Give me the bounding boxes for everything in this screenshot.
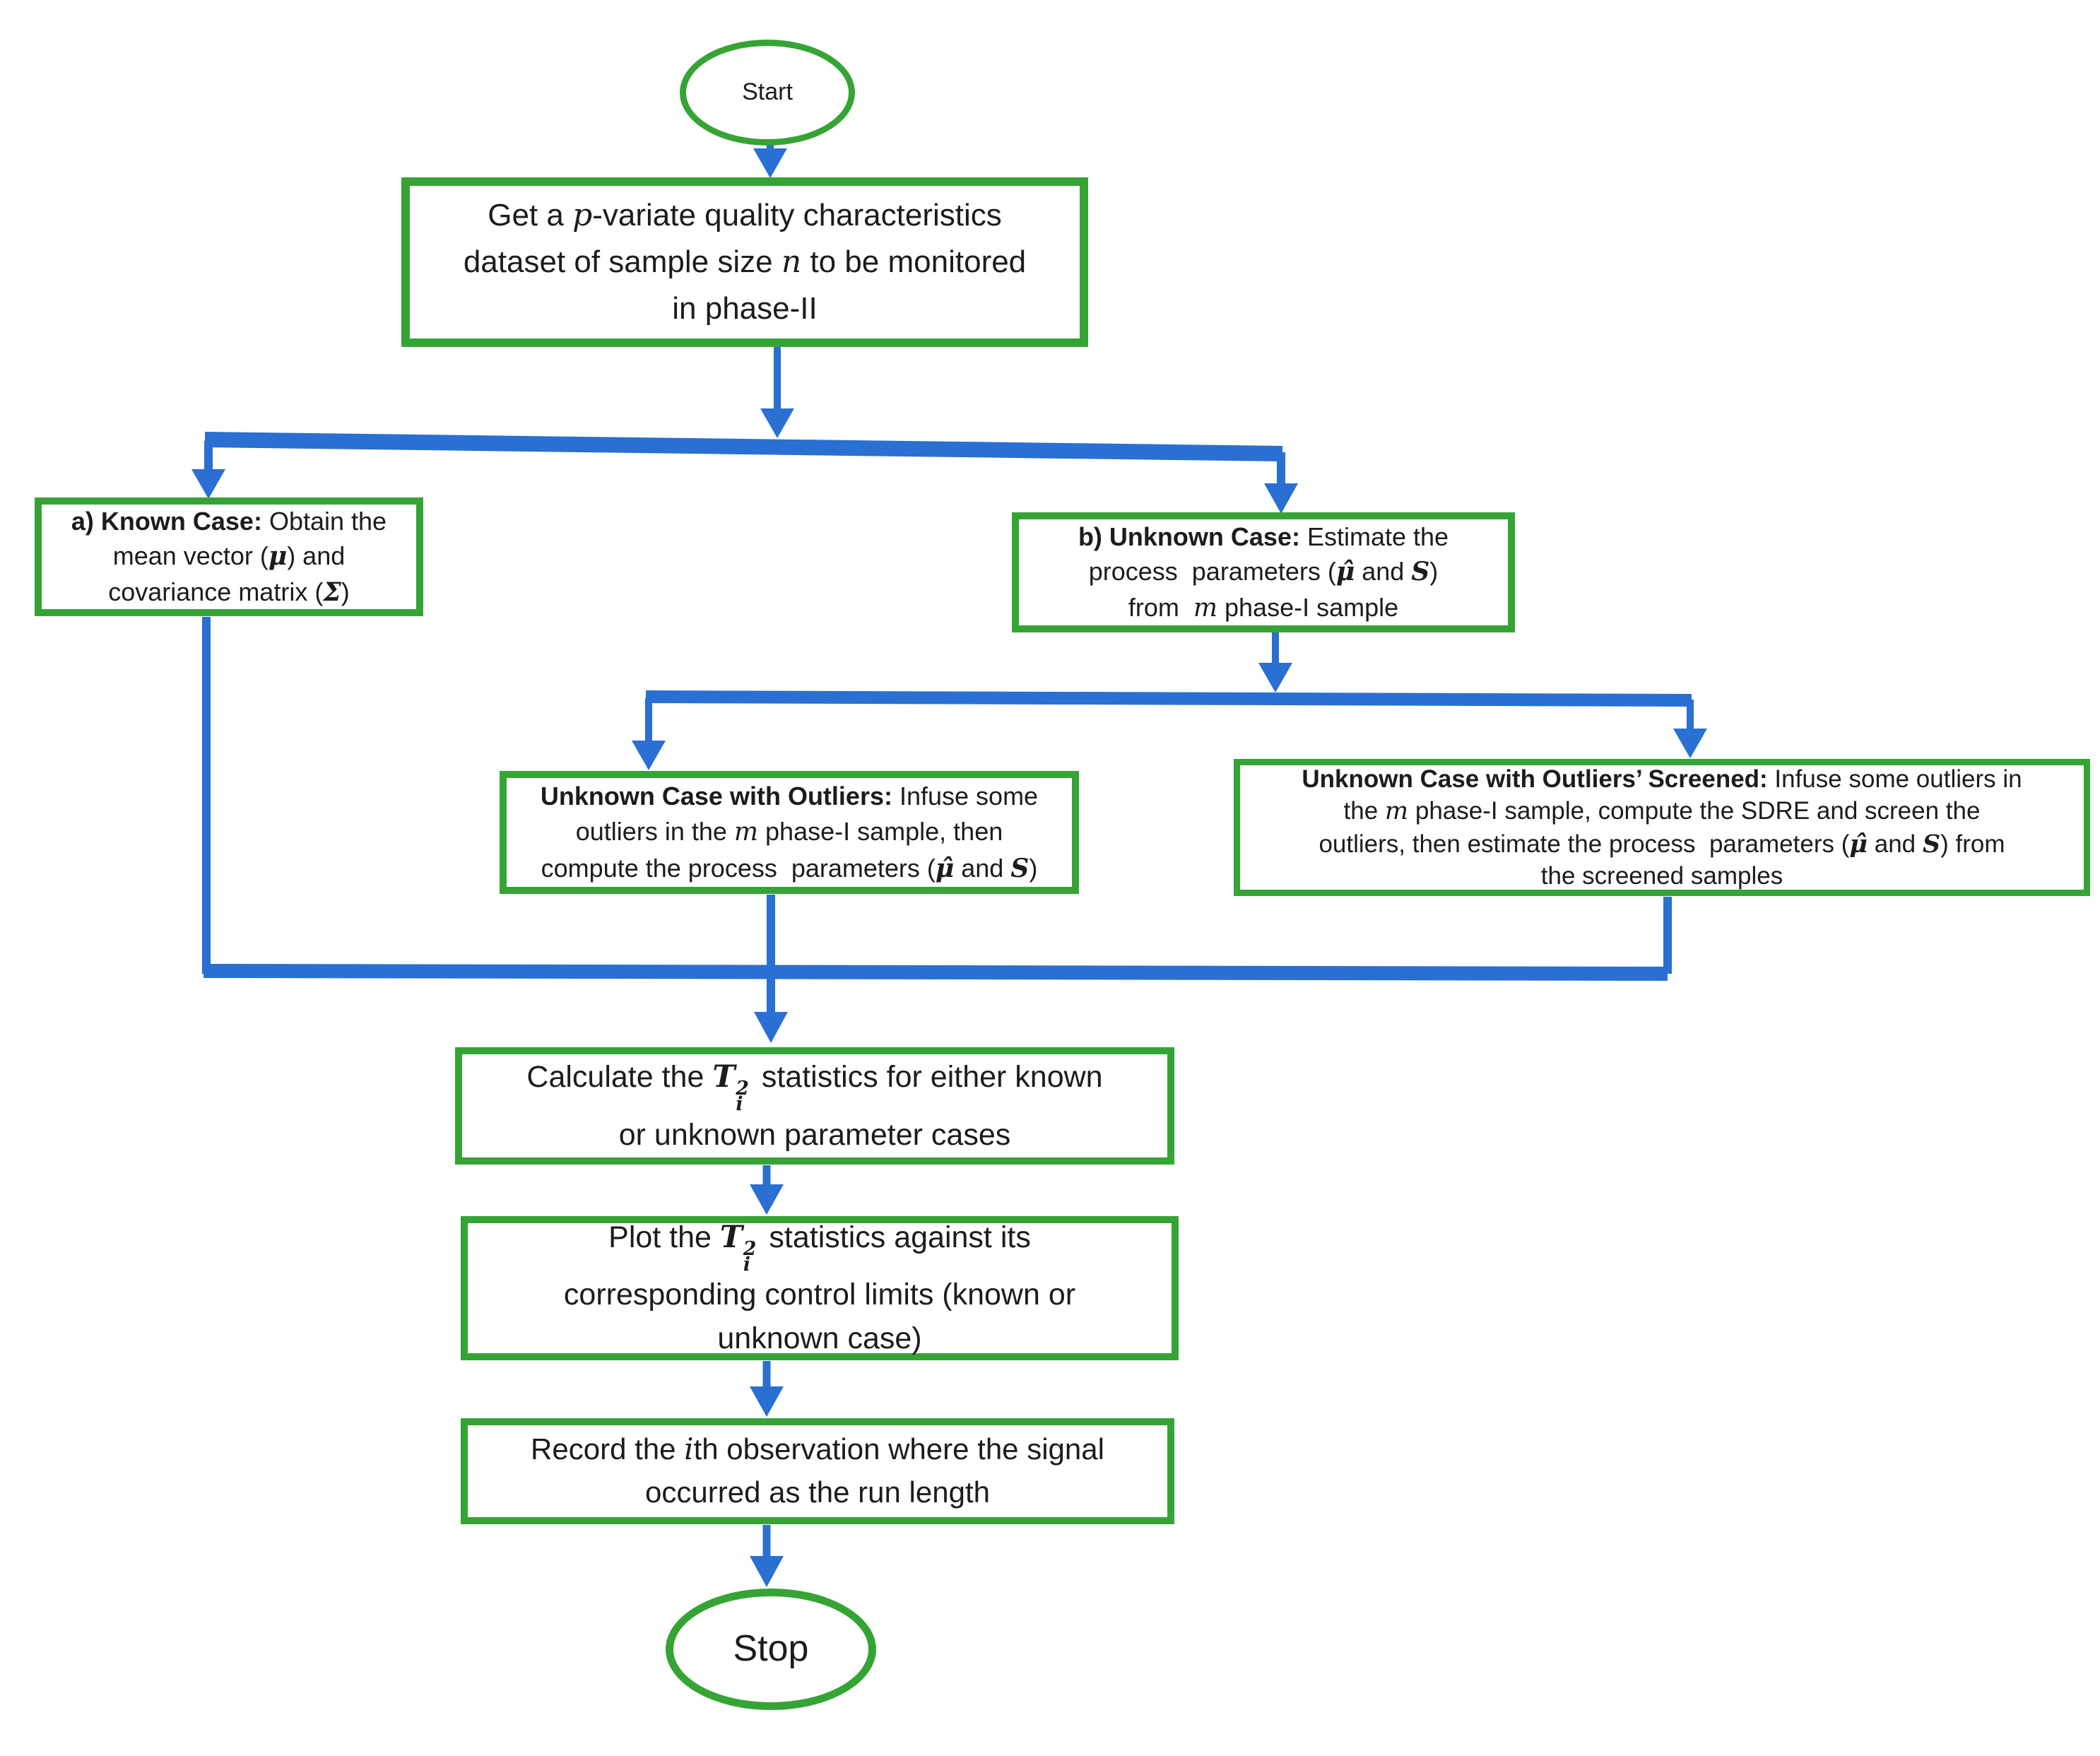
arrowhead-unknown-split: [1258, 663, 1292, 693]
arrowhead-getdata-split: [760, 408, 794, 438]
arrowhead-record-stop: [750, 1556, 784, 1587]
stop-label: Stop: [733, 1628, 809, 1670]
start-terminator: Start: [680, 40, 855, 146]
arrowhead-start-getdata: [753, 148, 787, 178]
arrowhead-plot-record: [750, 1386, 784, 1417]
arrowhead-split2-screened: [1673, 729, 1707, 758]
process-record-run-length-text: Record the ith observation where the sig…: [531, 1432, 1104, 1509]
split2-horizontal-line: [645, 690, 1692, 707]
stop-terminator: Stop: [666, 1589, 876, 1710]
process-outliers-screened-text: Unknown Case with Outliers’ Screened: In…: [1302, 765, 2022, 890]
split1-horizontal-line: [204, 432, 1283, 461]
arrowhead-split1-unknown: [1264, 483, 1298, 514]
merge-horizontal-line: [203, 964, 1668, 981]
process-record-run-length: Record the ith observation where the sig…: [461, 1418, 1174, 1524]
arrowhead-calculate-plot: [750, 1184, 784, 1215]
arrowhead-split2-outliers: [632, 741, 666, 770]
arrowhead-split1-known: [191, 469, 225, 499]
process-outliers-screened: Unknown Case with Outliers’ Screened: In…: [1234, 759, 2090, 896]
start-label: Start: [742, 78, 793, 106]
arrowhead-merge-calculate: [754, 1012, 788, 1043]
